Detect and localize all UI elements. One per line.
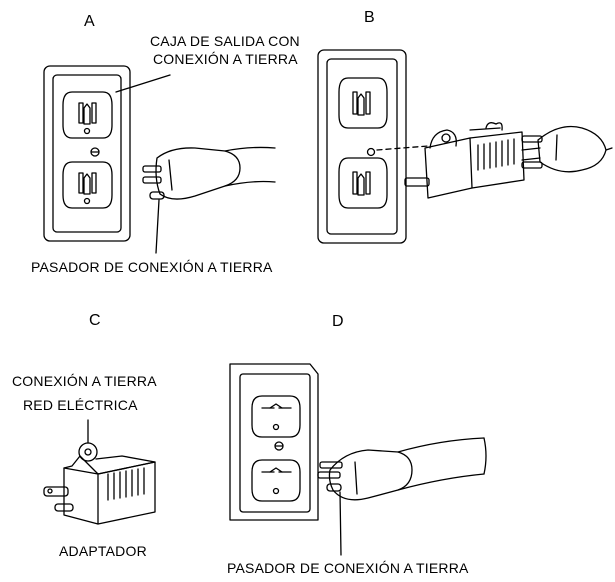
panel-b-letter: B [364,9,375,26]
panel-b-adapter [376,122,541,199]
panel-d-pin-label: PASADOR DE CONEXIÓN A TIERRA [227,560,469,576]
panel-a-letter: A [84,13,95,30]
panel-d-outlet [229,363,319,521]
panel-c-adapter [43,419,156,525]
panel-b-plug [521,125,613,173]
panel-a-outlet-label-line1: CAJA DE SALIDA CON [150,33,300,49]
panel-a-plug [142,146,276,200]
panel-a-outlet [43,65,131,242]
panel-c-ground-label-line1: CONEXIÓN A TIERRA [12,373,157,389]
panel-a-outlet-label-line2: CONEXIÓN A TIERRA [153,51,298,67]
panel-c-ground-label-line2: RED ELÉCTRICA [23,397,138,413]
panel-b-outlet [317,49,407,244]
panel-a-leaders [115,74,171,254]
panel-a-pin-label: PASADOR DE CONEXIÓN A TIERRA [31,259,273,275]
panel-c-letter: C [89,312,101,329]
panel-c-adapter-label: ADAPTADOR [59,543,147,559]
panel-d-plug [317,437,487,501]
panel-d-leader [339,491,342,556]
panel-d-letter: D [332,313,344,330]
